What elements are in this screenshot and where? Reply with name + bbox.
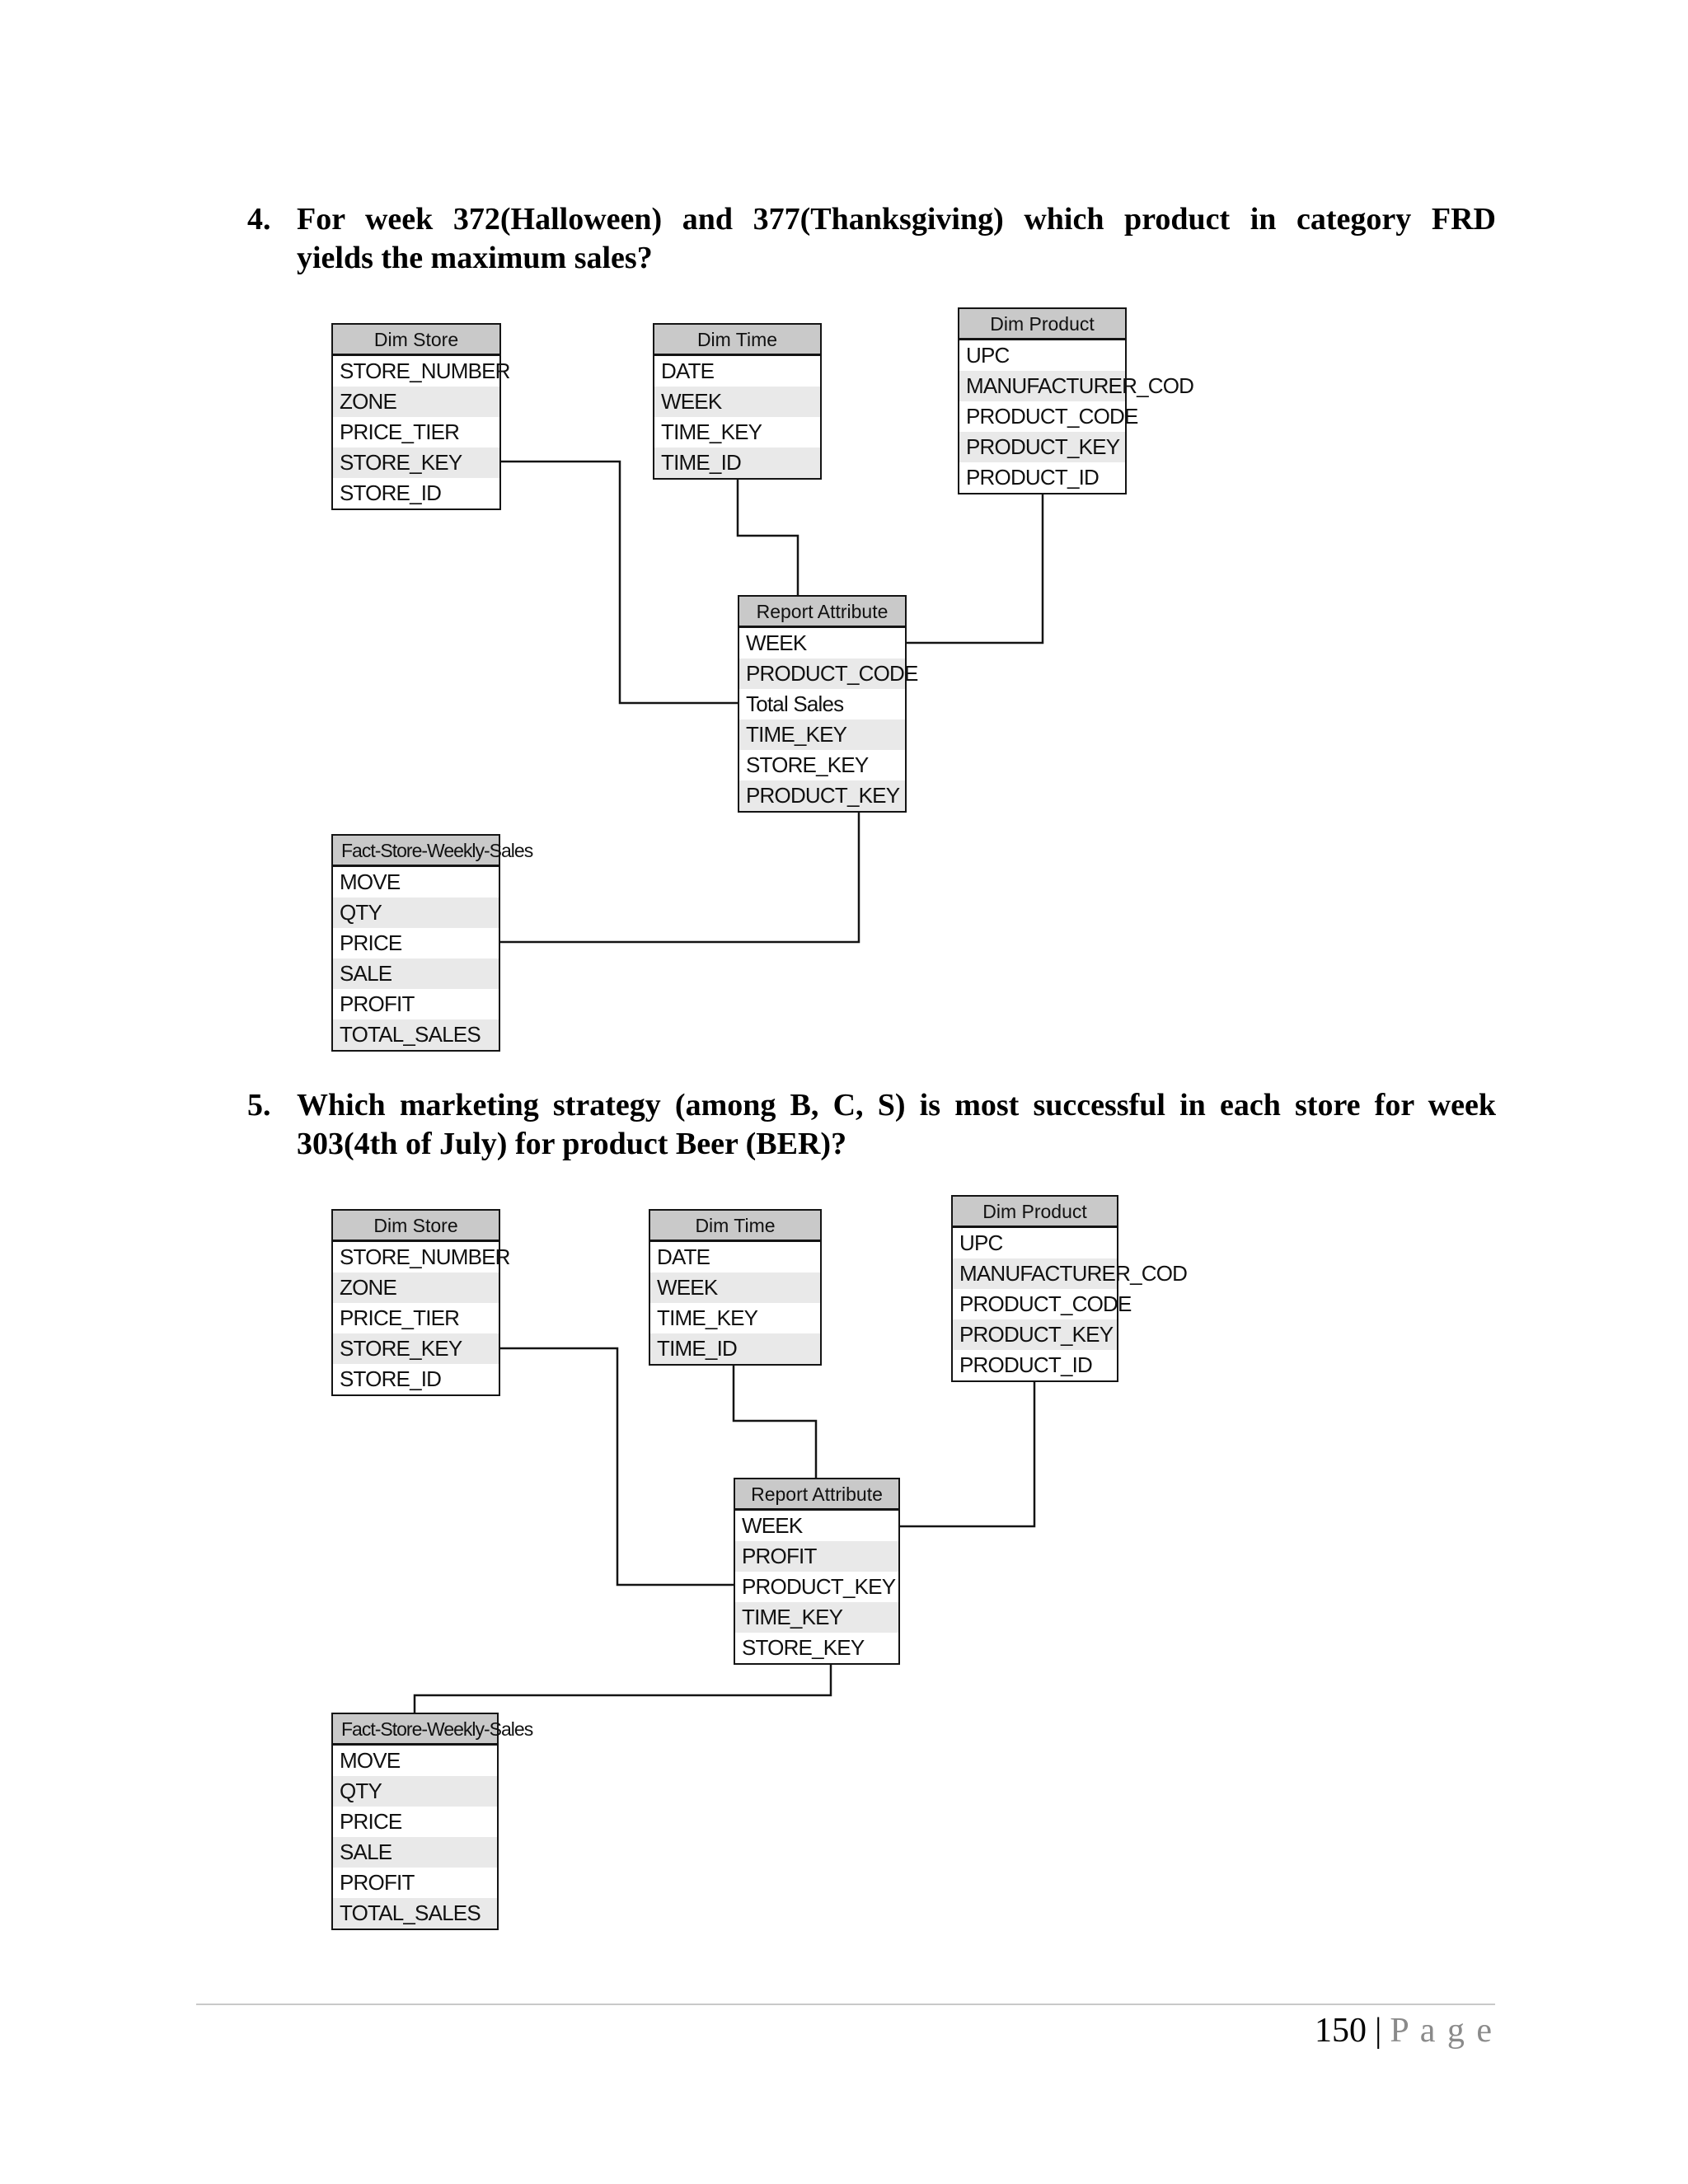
table-row: MANUFACTURER_COD: [959, 371, 1194, 401]
connector-report-attribute-to-fact-2: [413, 1664, 832, 1713]
table-row: STORE_NUMBER: [333, 356, 510, 387]
question-5: 5. Which marketing strategy (among B, C,…: [247, 1086, 1496, 1164]
table-dim-time-1-title: Dim Time: [654, 325, 820, 356]
table-row: PRODUCT_KEY: [953, 1319, 1117, 1350]
question-4-line-2: yields the maximum sales?: [297, 241, 653, 275]
table-report-attribute-1: Report Attribute WEEK PRODUCT_CODE Total…: [738, 595, 918, 813]
table-row: STORE_ID: [333, 478, 499, 509]
table-row: PRODUCT_CODE: [953, 1289, 1132, 1319]
question-5-text: Which marketing strategy (among B, C, S)…: [297, 1086, 1496, 1164]
table-row: PRODUCT_ID: [959, 462, 1125, 493]
table-row: WEEK: [650, 1272, 820, 1303]
table-row: TOTAL_SALES: [333, 1019, 499, 1050]
table-row: SALE: [333, 958, 499, 989]
table-row: DATE: [654, 356, 820, 387]
table-row: MOVE: [333, 867, 499, 898]
table-row: TIME_ID: [654, 448, 820, 478]
connector-dim-product-to-report-attribute-2: [900, 1381, 1036, 1528]
table-fact-2-title: Fact-Store-Weekly-Sales: [333, 1714, 533, 1746]
table-row: MANUFACTURER_COD: [953, 1258, 1188, 1289]
table-row: STORE_ID: [333, 1364, 499, 1394]
page-footer: 150|P a g e: [1315, 2011, 1493, 2050]
connector-dim-store-to-report-attribute-1: [501, 460, 738, 705]
table-row: Total Sales: [739, 689, 905, 719]
connector-report-attribute-to-fact-1: [500, 812, 860, 944]
page-word: P a g e: [1390, 2012, 1493, 2050]
table-row: PRODUCT_KEY: [739, 780, 905, 811]
table-dim-store-1: Dim Store STORE_NUMBER ZONE PRICE_TIER S…: [331, 323, 510, 510]
table-row: PRODUCT_KEY: [959, 432, 1125, 462]
table-fact-store-weekly-sales-1: Fact-Store-Weekly-Sales MOVE QTY PRICE S…: [331, 834, 533, 1052]
connector-dim-product-to-report-attribute-1: [907, 494, 1044, 644]
table-row: PRICE_TIER: [333, 417, 499, 448]
table-row: ZONE: [333, 1272, 499, 1303]
table-row: PRICE_TIER: [333, 1303, 499, 1333]
table-row: WEEK: [735, 1511, 898, 1541]
table-row: STORE_NUMBER: [333, 1242, 510, 1272]
table-dim-time-1: Dim Time DATE WEEK TIME_KEY TIME_ID: [653, 323, 822, 480]
table-row: STORE_KEY: [333, 1333, 499, 1364]
table-row: PROFIT: [333, 1868, 497, 1898]
connector-dim-store-to-report-attribute-2: [500, 1347, 734, 1586]
table-dim-product-2-title: Dim Product: [953, 1197, 1117, 1228]
table-dim-time-2: Dim Time DATE WEEK TIME_KEY TIME_ID: [649, 1209, 822, 1366]
table-dim-time-2-title: Dim Time: [650, 1211, 820, 1242]
table-row: TIME_KEY: [650, 1303, 820, 1333]
table-row: PRODUCT_ID: [953, 1350, 1117, 1380]
question-4-line-1: For week 372(Halloween) and 377(Thanksgi…: [297, 202, 1496, 237]
table-row: TIME_KEY: [739, 719, 905, 750]
table-row: QTY: [333, 1776, 497, 1807]
table-row: PROFIT: [333, 989, 499, 1019]
table-row: WEEK: [654, 387, 820, 417]
table-row: PRICE: [333, 928, 499, 958]
table-row: DATE: [650, 1242, 820, 1272]
table-report-attribute-2: Report Attribute WEEK PROFIT PRODUCT_KEY…: [734, 1478, 900, 1665]
table-dim-product-1: Dim Product UPC MANUFACTURER_COD PRODUCT…: [958, 307, 1194, 494]
table-row: UPC: [959, 340, 1125, 371]
question-4-number: 4.: [247, 202, 271, 237]
table-dim-store-2: Dim Store STORE_NUMBER ZONE PRICE_TIER S…: [331, 1209, 510, 1396]
table-row: PRODUCT_CODE: [739, 658, 918, 689]
connector-dim-time-to-report-attribute-2: [732, 1365, 818, 1478]
table-row: STORE_KEY: [333, 448, 499, 478]
table-row: PRODUCT_KEY: [735, 1572, 898, 1602]
question-5-line-1: Which marketing strategy (among B, C, S)…: [297, 1088, 1496, 1122]
footer-separator: |: [1374, 2012, 1382, 2050]
table-row: TOTAL_SALES: [333, 1898, 497, 1929]
table-row: TIME_KEY: [735, 1602, 898, 1633]
question-5-line-2: 303(4th of July) for product Beer (BER)?: [297, 1127, 847, 1161]
table-row: TIME_KEY: [654, 417, 820, 448]
question-4-text: For week 372(Halloween) and 377(Thanksgi…: [297, 200, 1496, 278]
table-row: ZONE: [333, 387, 499, 417]
table-dim-product-2: Dim Product UPC MANUFACTURER_COD PRODUCT…: [951, 1195, 1188, 1382]
table-row: UPC: [953, 1228, 1117, 1258]
table-row: TIME_ID: [650, 1333, 820, 1364]
table-row: QTY: [333, 898, 499, 928]
table-dim-store-1-title: Dim Store: [333, 325, 499, 356]
table-dim-product-1-title: Dim Product: [959, 309, 1125, 340]
page-number: 150: [1314, 2012, 1367, 2050]
table-report-attribute-1-title: Report Attribute: [739, 597, 905, 628]
table-row: WEEK: [739, 628, 905, 658]
table-row: STORE_KEY: [739, 750, 905, 780]
table-row: PROFIT: [735, 1541, 898, 1572]
table-dim-store-2-title: Dim Store: [333, 1211, 499, 1242]
table-row: PRODUCT_CODE: [959, 401, 1138, 432]
question-5-number: 5.: [247, 1088, 271, 1122]
table-fact-store-weekly-sales-2: Fact-Store-Weekly-Sales MOVE QTY PRICE S…: [331, 1713, 533, 1930]
table-row: SALE: [333, 1837, 497, 1868]
footer-divider: [196, 2004, 1495, 2005]
table-report-attribute-2-title: Report Attribute: [735, 1479, 898, 1511]
table-fact-1-title: Fact-Store-Weekly-Sales: [333, 836, 533, 867]
table-row: STORE_KEY: [735, 1633, 898, 1663]
table-row: MOVE: [333, 1746, 497, 1776]
connector-dim-time-to-report-attribute-1: [736, 479, 799, 595]
table-row: PRICE: [333, 1807, 497, 1837]
question-4: 4. For week 372(Halloween) and 377(Thank…: [247, 200, 1496, 278]
